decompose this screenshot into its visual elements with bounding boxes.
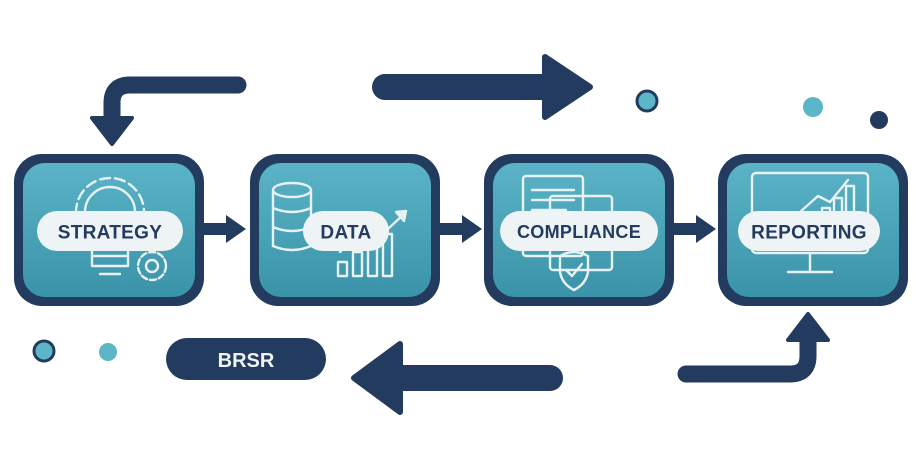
arrow-top-right <box>372 54 593 120</box>
decor-dot <box>635 89 659 113</box>
loop-arrow-top-left <box>90 76 247 146</box>
step-label-strategy: STRATEGY <box>58 223 162 244</box>
connector-arrow-3 <box>672 215 716 243</box>
decor-dot <box>99 343 117 361</box>
step-box-strategy: STRATEGY <box>14 154 204 306</box>
step-label-compliance: COMPLIANCE <box>517 222 641 242</box>
step-box-data: DATA <box>250 154 440 306</box>
decor-dot <box>803 97 823 117</box>
decor-dot <box>32 339 56 363</box>
step-box-reporting: REPORTING <box>718 154 908 306</box>
connector-arrow-2 <box>438 215 482 243</box>
decor-dot <box>870 111 888 129</box>
brsr-tag-label: BRSR <box>218 350 275 372</box>
loop-arrow-bottom-right <box>677 312 830 383</box>
step-box-compliance: COMPLIANCE <box>484 154 674 306</box>
step-label-data: DATA <box>320 223 371 244</box>
step-label-reporting: REPORTING <box>751 223 867 244</box>
connector-arrow-1 <box>202 215 246 243</box>
brsr-tag: BRSR <box>166 338 326 380</box>
arrow-bottom-left <box>351 341 563 415</box>
